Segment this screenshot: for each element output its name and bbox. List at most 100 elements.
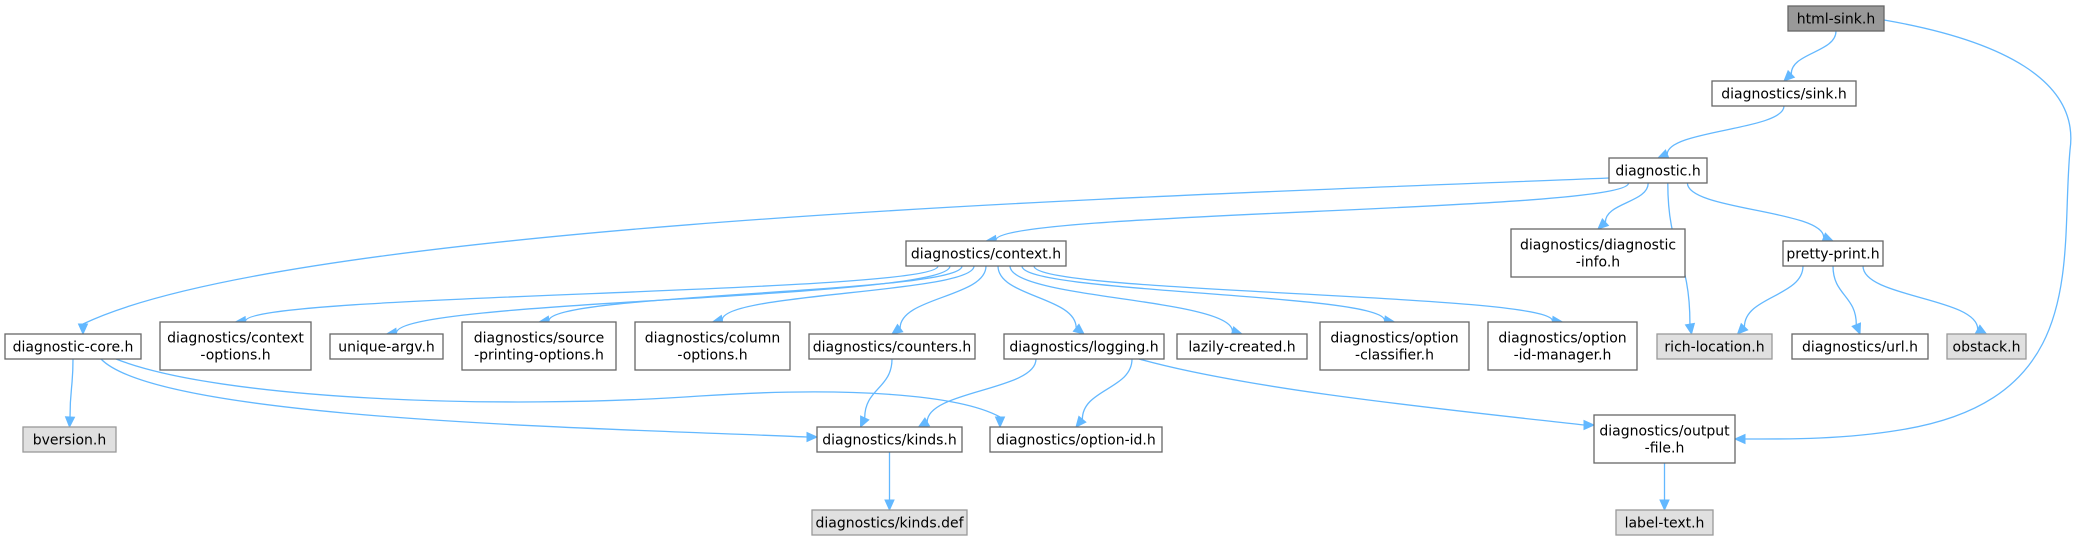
- edge-line: [864, 358, 893, 418]
- edge-counters-to-kinds: [859, 358, 893, 429]
- node-box: [634, 321, 791, 371]
- edge-line: [244, 265, 939, 322]
- node-label: -file.h: [1645, 441, 1685, 457]
- node-box: [461, 321, 617, 371]
- node-context[interactable]: diagnostics/context.h: [905, 240, 1067, 267]
- node-box: [1656, 333, 1773, 360]
- node-box: [808, 333, 976, 360]
- node-diag-info[interactable]: diagnostics/diagnostic-info.h: [1510, 228, 1686, 278]
- edge-line: [899, 265, 987, 329]
- node-label: diagnostics/option: [1330, 331, 1458, 347]
- edge-logging-to-option-id: [1075, 358, 1133, 428]
- edges-layer: [64, 19, 2072, 512]
- node-label: obstack.h: [1953, 340, 2021, 356]
- edge-line: [1862, 265, 1979, 330]
- edge-diag-core-to-kinds: [100, 358, 819, 443]
- node-kinds-def[interactable]: diagnostics/kinds.def: [811, 509, 968, 536]
- edge-line: [1790, 30, 1837, 75]
- node-box: [1791, 333, 1929, 360]
- node-diag-core[interactable]: diagnostic-core.h: [4, 333, 142, 360]
- edge-arrowhead: [77, 323, 89, 336]
- node-box: [329, 333, 444, 360]
- edge-logging-to-output-file: [1138, 358, 1596, 431]
- edge-line: [1743, 265, 1804, 327]
- edge-line: [997, 265, 1077, 328]
- node-counters[interactable]: diagnostics/counters.h: [808, 333, 976, 360]
- edge-line: [1744, 19, 2072, 440]
- node-opt-classifier[interactable]: diagnostics/option-classifier.h: [1319, 321, 1470, 371]
- node-label: pretty-print.h: [1786, 247, 1879, 263]
- node-label: -printing-options.h: [474, 348, 604, 364]
- node-label: diagnostics/context.h: [911, 247, 1061, 263]
- node-box: [1946, 333, 2027, 360]
- node-obstack[interactable]: obstack.h: [1946, 333, 2027, 360]
- node-box: [1319, 321, 1470, 371]
- edge-output-file-to-label-text: [1659, 463, 1670, 512]
- edge-diagnostic-to-diag-core: [77, 177, 1610, 336]
- node-label: diagnostics/diagnostic: [1520, 238, 1676, 254]
- node-label: -classifier.h: [1355, 348, 1434, 364]
- edge-context-to-ctx-options: [234, 265, 939, 327]
- edge-arrowhead: [1736, 322, 1749, 335]
- node-src-print[interactable]: diagnostics/source-printing-options.h: [461, 321, 617, 371]
- node-lazily[interactable]: lazily-created.h: [1176, 333, 1308, 360]
- edge-context-to-opt-idmgr: [1033, 265, 1564, 327]
- node-box: [1782, 240, 1884, 267]
- node-label: diagnostics/kinds.def: [816, 516, 965, 532]
- node-kinds[interactable]: diagnostics/kinds.h: [816, 426, 963, 453]
- node-label: diagnostics/option: [1498, 331, 1626, 347]
- node-option-id[interactable]: diagnostics/option-id.h: [989, 426, 1163, 453]
- nodes-layer: html-sink.h diagnostics/sink.h diagnostic.…: [4, 5, 2027, 536]
- node-label: diagnostic-core.h: [13, 340, 134, 356]
- node-rich-location[interactable]: rich-location.h: [1656, 333, 1773, 360]
- node-output-file[interactable]: diagnostics/output-file.h: [1593, 414, 1736, 464]
- node-html-sink[interactable]: html-sink.h: [1787, 5, 1885, 32]
- node-box: [1608, 157, 1708, 184]
- node-label: diagnostics/logging.h: [1009, 340, 1158, 356]
- node-label-text[interactable]: label-text.h: [1615, 509, 1714, 536]
- edge-arrowhead: [859, 415, 870, 429]
- edge-pretty-print-to-diag-url: [1832, 265, 1862, 336]
- node-box: [905, 240, 1067, 267]
- node-box: [811, 509, 968, 536]
- node-pretty-print[interactable]: pretty-print.h: [1782, 240, 1884, 267]
- edge-line: [82, 177, 1610, 325]
- edge-arrowhead: [1072, 323, 1085, 335]
- edge-line: [1009, 265, 1234, 332]
- node-label: diagnostics/column: [645, 331, 781, 347]
- node-label: -info.h: [1576, 255, 1620, 271]
- node-diagnostic[interactable]: diagnostic.h: [1608, 157, 1708, 184]
- edge-line: [721, 265, 975, 321]
- edge-diag-core-to-option-id: [115, 358, 1006, 429]
- edge-line: [548, 265, 963, 321]
- node-box: [1593, 414, 1736, 464]
- node-unique-argv[interactable]: unique-argv.h: [329, 333, 444, 360]
- node-opt-idmgr[interactable]: diagnostics/option-id-manager.h: [1487, 321, 1638, 371]
- node-label: diagnostics/output: [1599, 424, 1730, 440]
- edge-line: [1832, 265, 1857, 325]
- edge-arrowhead: [64, 416, 76, 429]
- node-label: html-sink.h: [1797, 12, 1875, 28]
- node-label: diagnostics/kinds.h: [822, 433, 956, 449]
- node-bversion[interactable]: bversion.h: [22, 426, 117, 453]
- edge-arrowhead: [1597, 218, 1610, 230]
- node-label: diagnostics/option-id.h: [996, 433, 1155, 449]
- edge-diagnostic-to-diag-info: [1597, 182, 1649, 230]
- node-ctx-options[interactable]: diagnostics/context-options.h: [159, 321, 312, 371]
- edge-context-to-counters: [891, 265, 987, 335]
- node-label: diagnostics/sink.h: [1721, 87, 1847, 103]
- edge-arrowhead: [1583, 419, 1596, 431]
- node-logging[interactable]: diagnostics/logging.h: [1003, 333, 1165, 360]
- node-label: -options.h: [200, 348, 270, 364]
- edge-line: [1138, 358, 1585, 426]
- node-label: bversion.h: [33, 433, 107, 449]
- node-box: [1787, 5, 1885, 32]
- node-col-options[interactable]: diagnostics/column-options.h: [634, 321, 791, 371]
- node-box: [159, 321, 312, 371]
- node-diag-url[interactable]: diagnostics/url.h: [1791, 333, 1929, 360]
- node-label: diagnostics/url.h: [1802, 340, 1918, 356]
- node-diag-sink[interactable]: diagnostics/sink.h: [1711, 80, 1857, 107]
- edge-arrowhead: [891, 323, 904, 335]
- edge-html-sink-to-diag-sink: [1783, 30, 1837, 82]
